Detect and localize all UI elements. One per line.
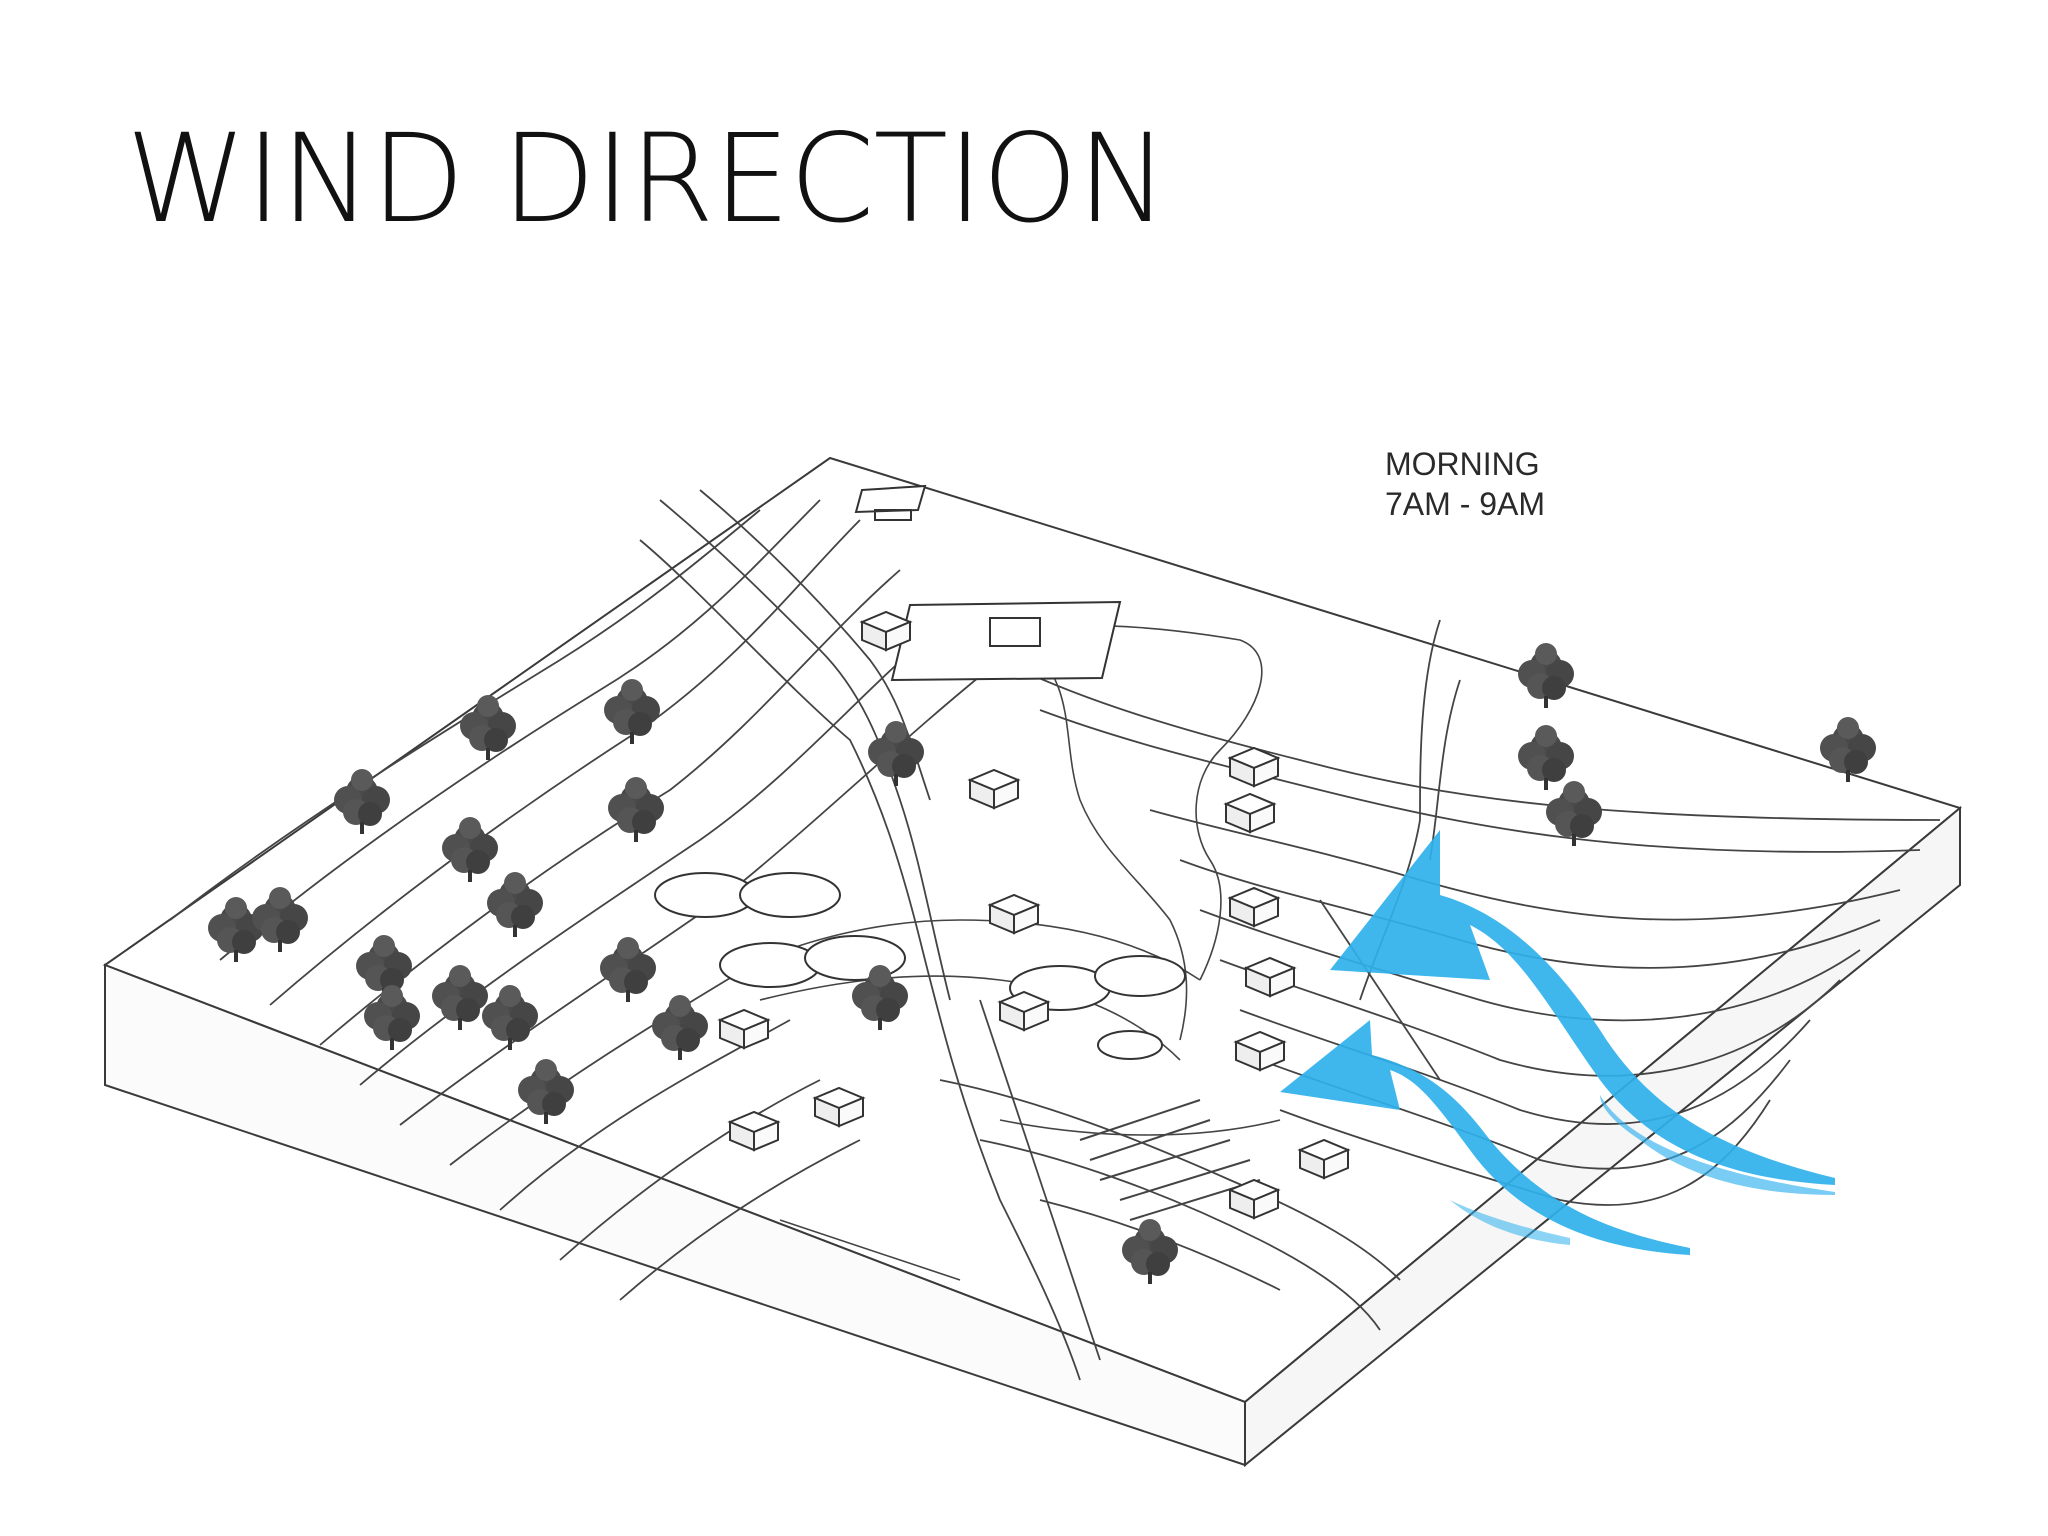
wind-arrow-icon <box>1280 1020 1690 1255</box>
parking-rows <box>1079 1099 1261 1221</box>
site-model-svg <box>102 456 1963 1468</box>
time-label-hours: 7AM - 9AM <box>1385 486 1546 522</box>
site-diagram <box>0 380 2048 1500</box>
sports-court <box>854 484 1122 682</box>
wind-arrows <box>1280 830 1835 1255</box>
time-of-day-label: MORNING 7AM - 9AM <box>1385 444 1545 524</box>
slide-title: WIND DIRECTION <box>126 108 1168 250</box>
wind-arrow-icon <box>1330 830 1835 1185</box>
time-label-period: MORNING <box>1385 446 1540 482</box>
wind-arrow-icon <box>1450 1200 1570 1245</box>
wind-arrow-icon <box>1600 1095 1835 1195</box>
contour-lines <box>169 489 1941 1381</box>
